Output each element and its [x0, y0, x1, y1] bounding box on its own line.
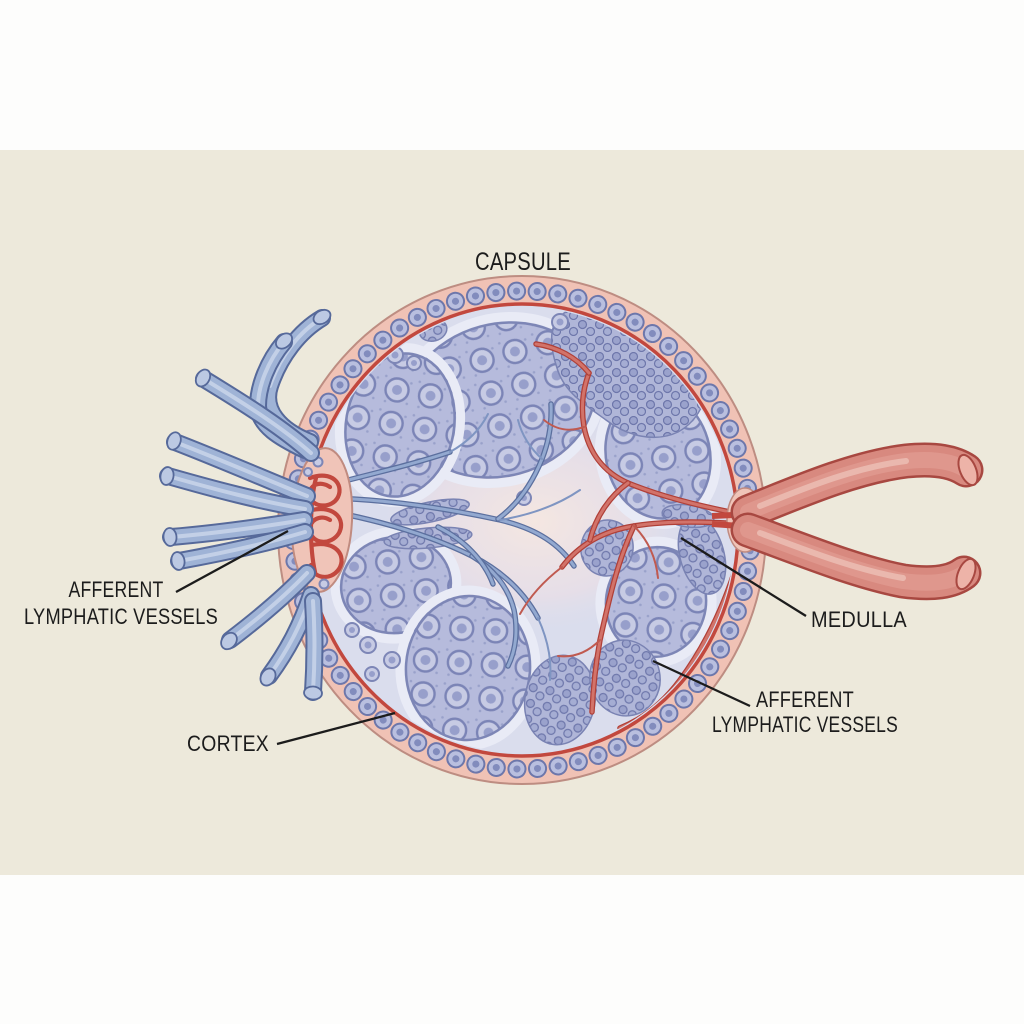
label-cortex: CORTEX	[187, 731, 269, 756]
vessel-cut-ends	[159, 308, 332, 701]
scattered-lymphocytes	[344, 313, 569, 682]
efferent-vessel-upper	[730, 442, 984, 530]
leader-lines	[175, 529, 807, 746]
label-capsule: CAPSULE	[475, 248, 571, 276]
blood-vessels-right	[711, 442, 984, 601]
medullary-sinuses-blue	[329, 401, 581, 681]
afferent-lymphatic-vessels-left	[159, 308, 332, 701]
label-afferent-right-line1: AFFERENT	[756, 687, 854, 712]
label-afferent-left-line2: LYMPHATIC VESSELS	[24, 604, 218, 629]
leader-afferent-right	[652, 659, 751, 708]
leader-medulla	[680, 537, 807, 617]
label-afferent-left-line1: AFFERENT	[69, 577, 164, 602]
leader-afferent-left	[175, 529, 289, 594]
label-medulla: MEDULLA	[811, 607, 907, 632]
labels: CAPSULE AFFERENT LYMPHATIC VESSELS MEDUL…	[24, 248, 907, 756]
label-afferent-right-line2: LYMPHATIC VESSELS	[712, 712, 898, 737]
leader-cortex	[276, 711, 396, 746]
node-interior	[329, 307, 735, 751]
efferent-vessel-lower	[730, 512, 982, 601]
